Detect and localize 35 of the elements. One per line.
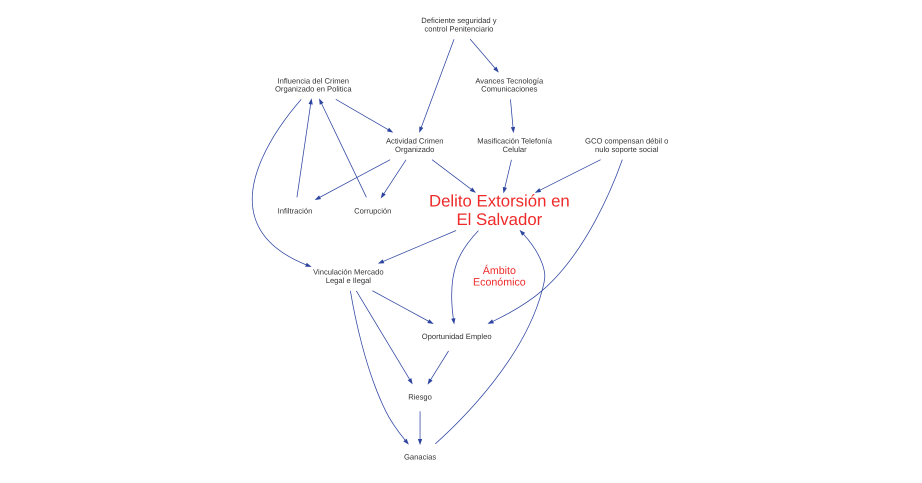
arrow — [296, 98, 312, 198]
arrow — [427, 350, 448, 385]
arrow — [377, 230, 456, 264]
arrow — [502, 159, 512, 194]
arrow — [350, 290, 408, 445]
node-text: Delito Extorsión en El Salvador — [428, 191, 570, 229]
arrow — [510, 98, 515, 134]
arrow — [434, 230, 545, 444]
node-text: Infiltración — [277, 206, 312, 216]
node-text: Masificación Telefonía Celular — [476, 136, 552, 154]
arrow — [534, 159, 601, 193]
node-text: Influencia del Crimen Organizado en Politica — [274, 76, 352, 94]
arrow — [417, 410, 422, 446]
node-text: Actividad Crimen Organizado — [385, 136, 443, 154]
arrow — [252, 99, 312, 267]
node-text: Corrupción — [354, 206, 391, 216]
node-text: GCO compensan débil o nulo soporte social — [584, 136, 668, 154]
node-text: Oportunidad Empleo — [421, 332, 492, 342]
arrow — [334, 98, 393, 133]
arrow — [450, 230, 478, 324]
node-text: Avances Tecnología Comunicaciones — [474, 76, 543, 94]
arrow — [314, 159, 390, 200]
arrow — [487, 159, 622, 324]
arrow — [355, 290, 412, 384]
node-text: Vinculación Mercado Legal e Ilegal — [312, 268, 384, 286]
node-text: Deficiente seguridad y control Penitenciario — [420, 16, 496, 34]
arrow — [380, 159, 406, 199]
node-text: Riesgo — [408, 392, 432, 402]
arrow — [318, 98, 366, 198]
arrow — [431, 159, 476, 193]
arrow — [372, 290, 434, 324]
node-text: Ganacias — [403, 452, 436, 462]
arrow — [469, 38, 498, 73]
label: Ámbito Económico — [472, 265, 526, 288]
arrow — [418, 38, 454, 133]
